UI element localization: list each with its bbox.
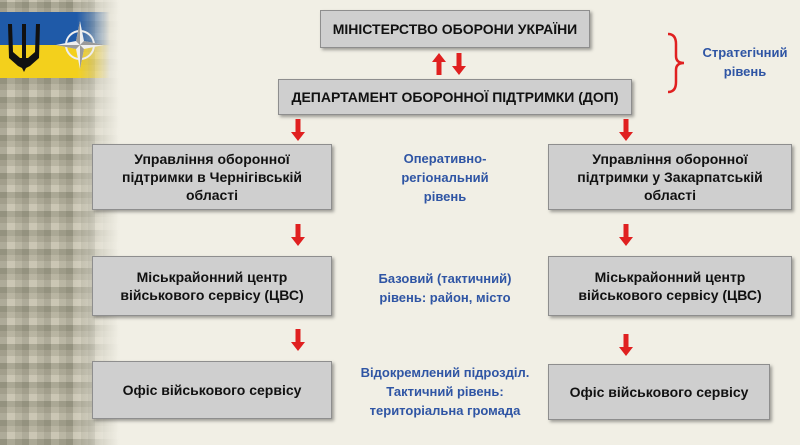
- level-line: рівень: [723, 63, 767, 79]
- level-line: регіональний: [401, 169, 489, 185]
- arrow-down-icon: [619, 119, 633, 141]
- level-line: Відокремлений підрозділ.: [360, 365, 530, 380]
- level-line: рівень: район, місто: [379, 289, 511, 305]
- basic-level-label: Базовий (тактичний) рівень: район, місто: [355, 270, 535, 308]
- level-line: Базовий (тактичний): [378, 271, 512, 286]
- level-line: рівень: [423, 188, 467, 204]
- level-line: Стратегічний: [702, 45, 788, 60]
- arrow-down-icon: [619, 224, 633, 246]
- nato-compass-icon: [56, 21, 104, 69]
- level-line: Тактичний рівень:: [386, 383, 504, 399]
- arrow-down-icon: [291, 329, 305, 351]
- level-line: територіальна громада: [369, 402, 521, 418]
- level-line: Оперативно-: [403, 151, 487, 166]
- left-office-box: Офіс військового сервісу: [92, 361, 332, 419]
- right-center-box: Міськрайонний центр військового сервісу …: [548, 256, 792, 316]
- emblem: [0, 12, 110, 78]
- left-center-box: Міськрайонний центр військового сервісу …: [92, 256, 332, 316]
- arrow-down-icon: [452, 53, 466, 75]
- arrow-down-icon: [291, 119, 305, 141]
- department-box: ДЕПАРТАМЕНТ ОБОРОННОЇ ПІДТРИМКИ (ДОП): [278, 79, 632, 115]
- arrow-down-icon: [291, 224, 305, 246]
- right-regional-box: Управління оборонної підтримки у Закарпа…: [548, 144, 792, 210]
- ministry-box: МІНІСТЕРСТВО ОБОРОНИ УКРАЇНИ: [320, 10, 590, 48]
- right-office-box: Офіс військового сервісу: [548, 364, 770, 420]
- detached-level-label: Відокремлений підрозділ. Тактичний рівен…: [340, 364, 550, 421]
- trident-icon: [8, 24, 40, 72]
- arrow-down-icon: [619, 334, 633, 356]
- strategic-level-label: Стратегічний рівень: [690, 44, 800, 82]
- arrow-up-icon: [432, 53, 446, 75]
- strategic-brace: [667, 32, 685, 94]
- operational-level-label: Оперативно- регіональний рівень: [370, 150, 520, 207]
- left-regional-box: Управління оборонної підтримки в Чернігі…: [92, 144, 332, 210]
